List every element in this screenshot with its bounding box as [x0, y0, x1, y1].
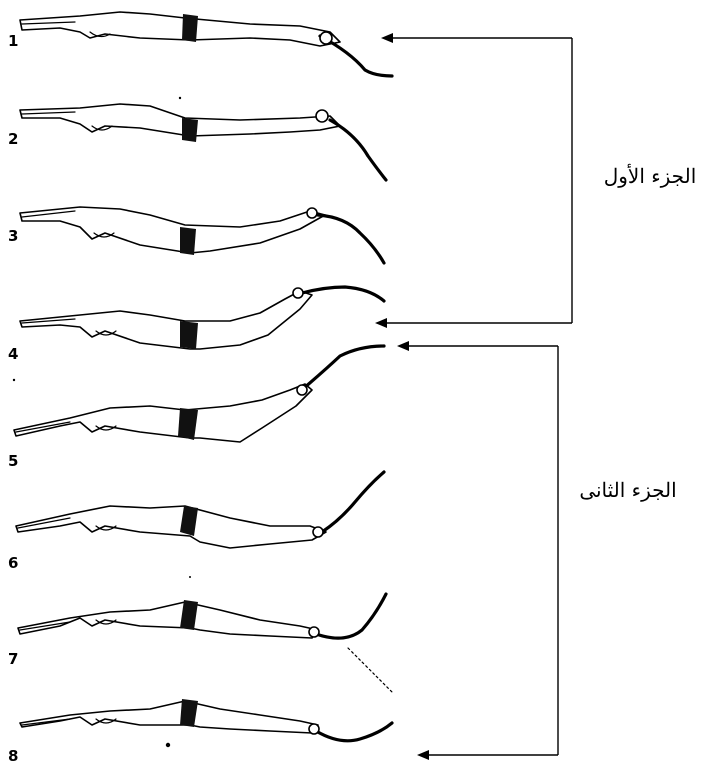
figure-number: 3 [8, 227, 18, 245]
water-trace-line [348, 648, 392, 692]
stray-mark [13, 379, 15, 381]
figure-number: 2 [8, 130, 18, 148]
first-phase-label: الجزء الأول [604, 163, 697, 188]
second-phase-bracket [408, 346, 558, 755]
swimmer-figure-5: 5 [8, 346, 384, 470]
stray-mark [179, 97, 181, 99]
figure-number: 6 [8, 554, 18, 572]
figure-number: 1 [8, 32, 18, 50]
figure-number: 7 [8, 650, 18, 668]
swimmer-figure-8: 8 [8, 699, 392, 765]
figure-number: 4 [8, 345, 18, 363]
stray-mark [189, 576, 191, 578]
swimmer-figure-7: 7 [8, 594, 386, 668]
swimmer-figure-4: 4 [8, 287, 384, 363]
first-phase-bracket [386, 38, 572, 323]
figure-number: 5 [8, 452, 18, 470]
second-phase-label: الجزء الثانى [579, 478, 676, 502]
swimmer-figure-1: 1 [8, 12, 392, 76]
figure-number: 8 [8, 747, 18, 765]
swimmer-figure-6: 6 [8, 472, 384, 572]
swimmer-figure-2: 2 [8, 104, 386, 180]
swimmer-figure-3: 3 [8, 207, 384, 263]
